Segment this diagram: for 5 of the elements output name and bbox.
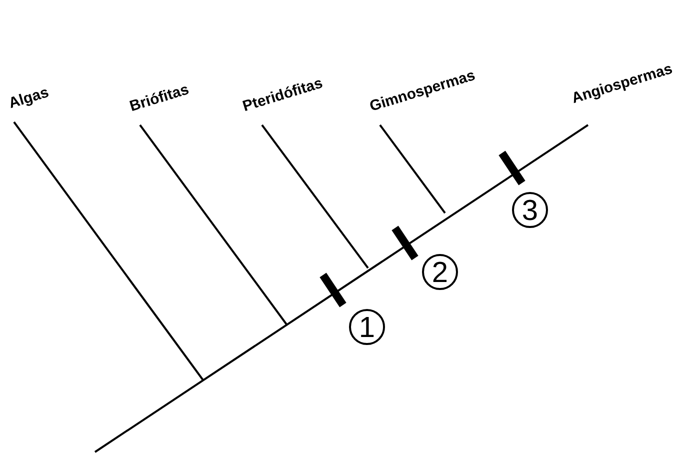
taxon-label: Algas <box>6 84 52 113</box>
callout-number: 3 <box>512 192 548 228</box>
callout-number: 1 <box>349 309 385 345</box>
callout-number: 2 <box>422 254 458 290</box>
taxon-label: Briófitas <box>128 81 192 116</box>
